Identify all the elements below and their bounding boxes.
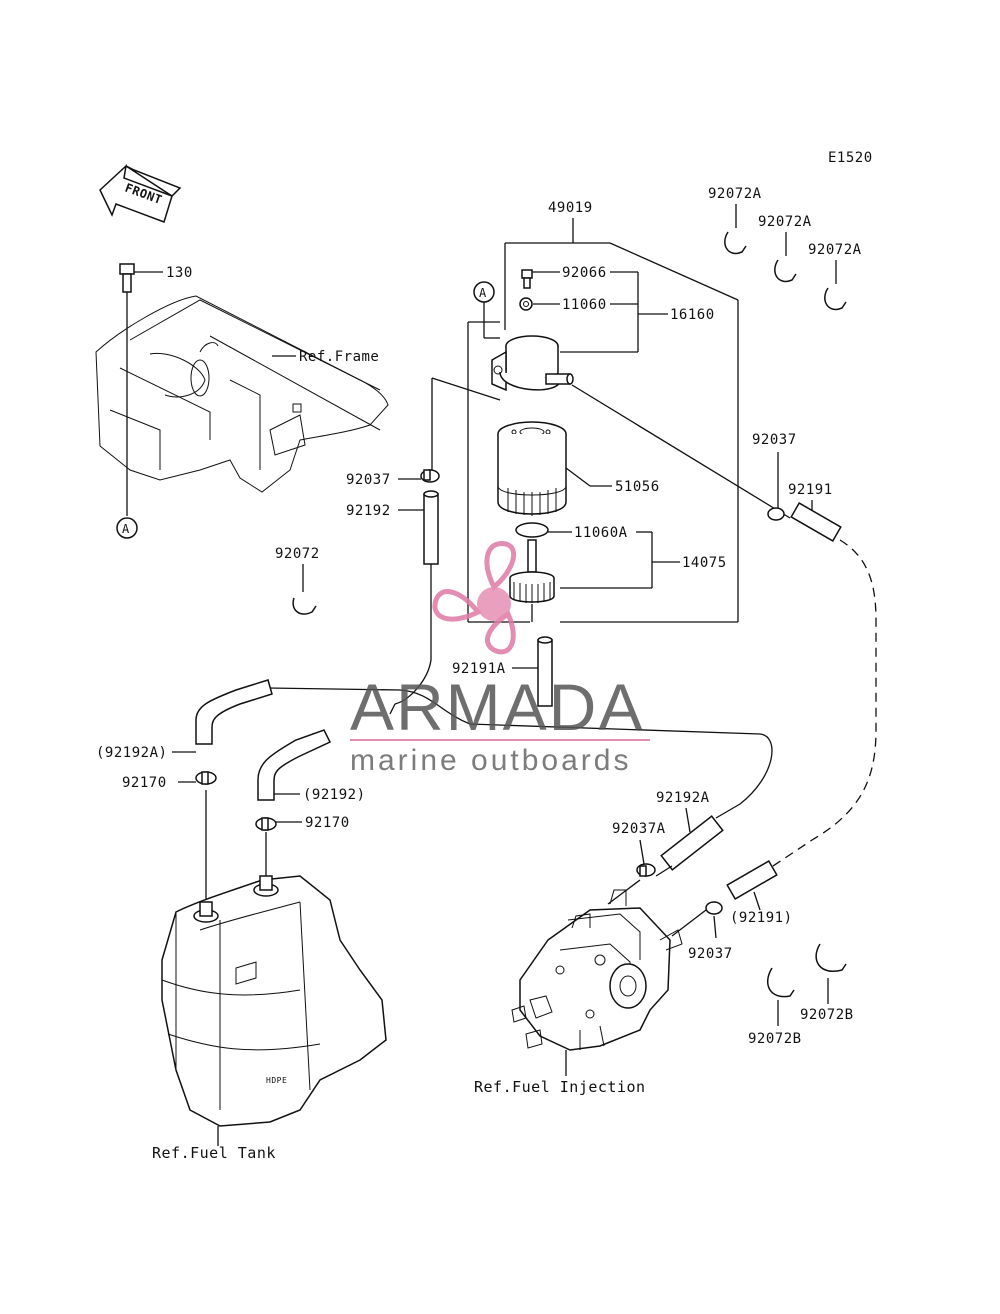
hose-92191-lower	[726, 860, 778, 900]
label-92170-left: 92170	[122, 775, 167, 791]
diagram-code: E1520	[828, 150, 873, 166]
propeller-icon	[432, 541, 517, 655]
label-92037-right: 92037	[752, 432, 797, 448]
clamp-92072b-right	[815, 943, 847, 973]
label-92192a: 92192A	[656, 790, 710, 806]
label-92066: 92066	[562, 265, 607, 281]
clamp-92170-left	[195, 771, 217, 785]
hose-92191	[790, 502, 842, 542]
label-11060a: 11060A	[574, 525, 628, 541]
label-92192: 92192	[346, 503, 391, 519]
label-92037a: 92037A	[612, 821, 666, 837]
label-92072b-right: 92072B	[800, 1007, 854, 1023]
label-92037-left: 92037	[346, 472, 391, 488]
armada-logo: ARMADA marine outboards	[350, 541, 650, 777]
fuel-return-line	[769, 539, 877, 869]
clamp-92170-right	[255, 817, 277, 831]
hose-92192a-right	[660, 815, 724, 871]
watermark-brand: ARMADA	[350, 670, 644, 744]
filter-head	[491, 335, 574, 392]
clamp-92072a-1	[724, 231, 747, 255]
label-92072b-left: 92072B	[748, 1031, 802, 1047]
label-14075: 14075	[682, 555, 727, 571]
hose-92192-middle	[257, 729, 332, 801]
label-92072a-2: 92072A	[758, 214, 812, 230]
fuel-injection-pump	[511, 889, 683, 1051]
label-130: 130	[166, 265, 193, 281]
label-16160: 16160	[670, 307, 715, 323]
callout-a-left: A	[122, 522, 130, 536]
label-92170-right: 92170	[305, 815, 350, 831]
clamp-92037-left	[420, 469, 440, 483]
label-ref-fuel-injection: Ref.Fuel Injection	[474, 1078, 646, 1096]
screw-92066	[521, 269, 533, 289]
hdpe-mark: HDPE	[266, 1076, 287, 1085]
hose-92192	[423, 490, 439, 565]
label-92191-paren: (92191)	[730, 910, 793, 926]
label-92191a: 92191A	[452, 661, 506, 677]
label-92072a-1: 92072A	[708, 186, 762, 202]
watermark-tagline: marine outboards	[350, 744, 631, 777]
label-92072: 92072	[275, 546, 320, 562]
label-92191: 92191	[788, 482, 833, 498]
clamp-92037-right	[767, 507, 785, 521]
clamp-92072	[292, 597, 317, 615]
label-92192-paren: (92192)	[303, 787, 366, 803]
filter-cartridge-51056	[497, 421, 567, 516]
clamp-92072a-3	[824, 287, 847, 311]
clamp-92037a	[636, 863, 656, 877]
label-49019: 49019	[548, 200, 593, 216]
hose-92192a-left	[195, 679, 273, 745]
front-arrow-icon: FRONT	[99, 163, 182, 223]
fuel-tank: HDPE	[161, 875, 387, 1127]
label-92072a-3: 92072A	[808, 242, 862, 258]
clamp-92037-bottom	[705, 901, 723, 915]
clamp-92072b-left	[767, 967, 795, 998]
label-92037-bottom: 92037	[688, 946, 733, 962]
label-ref-fuel-tank: Ref.Fuel Tank	[152, 1144, 276, 1162]
label-51056: 51056	[615, 479, 660, 495]
bolt-130	[119, 263, 135, 293]
hose-92191a	[537, 636, 553, 707]
callout-a-right: A	[479, 286, 487, 300]
label-ref-frame: Ref.Frame	[299, 349, 379, 365]
label-92192a-paren: (92192A)	[96, 745, 167, 761]
clamp-92072a-2	[774, 259, 797, 283]
frame-drawing	[95, 295, 389, 493]
filter-bowl-14075	[509, 539, 555, 622]
label-11060: 11060	[562, 297, 607, 313]
